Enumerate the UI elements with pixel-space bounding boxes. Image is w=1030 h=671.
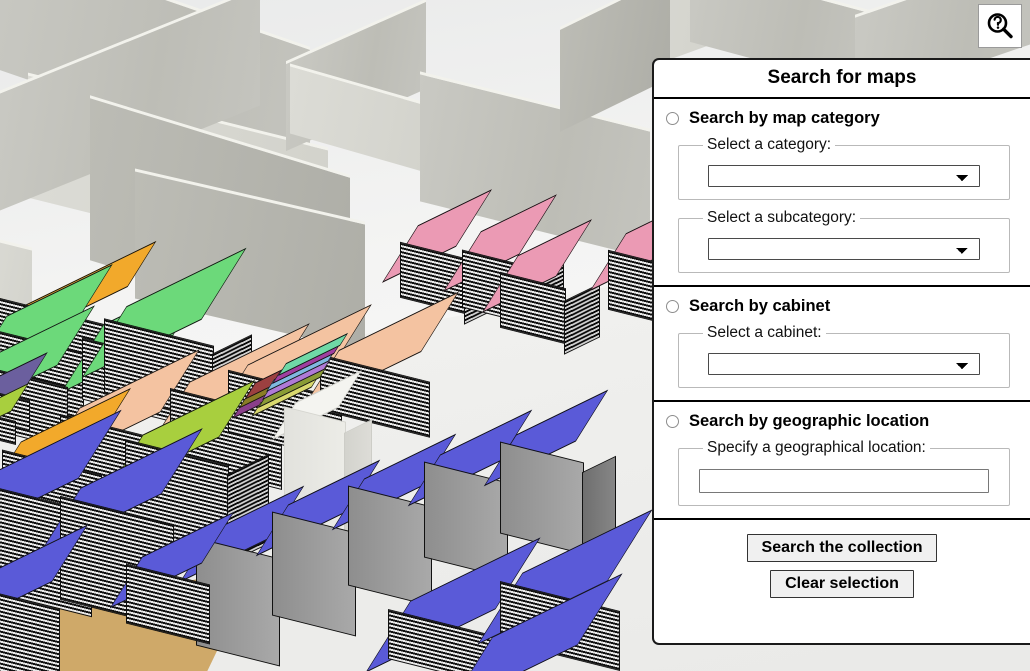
group-select-category: Select a category: bbox=[678, 136, 1010, 200]
radio-button-geographic-location[interactable] bbox=[666, 415, 679, 428]
select-subcategory-dropdown[interactable] bbox=[708, 238, 980, 260]
panel-action-buttons: Search the collection Clear selection bbox=[654, 520, 1030, 610]
section-search-by-geographic-location: Search by geographic location Specify a … bbox=[654, 402, 1030, 520]
search-the-collection-button[interactable]: Search the collection bbox=[746, 534, 938, 562]
legend-select-cabinet: Select a cabinet: bbox=[707, 324, 822, 341]
radio-search-by-cabinet[interactable]: Search by cabinet bbox=[666, 297, 1018, 316]
legend-select-subcategory: Select a subcategory: bbox=[707, 209, 857, 226]
radio-button-cabinet[interactable] bbox=[666, 300, 679, 313]
group-select-cabinet: Select a cabinet: bbox=[678, 324, 1010, 388]
group-select-subcategory: Select a subcategory: bbox=[678, 209, 1010, 273]
panel-title: Search for maps bbox=[654, 60, 1030, 99]
magnifier-question-glyph bbox=[987, 13, 1013, 39]
radio-button-map-category[interactable] bbox=[666, 112, 679, 125]
legend-select-category: Select a category: bbox=[707, 136, 832, 153]
group-geographical-location: Specify a geographical location: bbox=[678, 439, 1010, 506]
clear-selection-button[interactable]: Clear selection bbox=[770, 570, 914, 598]
select-category-dropdown[interactable] bbox=[708, 165, 980, 187]
legend-geographical-location: Specify a geographical location: bbox=[707, 439, 926, 456]
help-magnifier-icon[interactable] bbox=[978, 4, 1022, 48]
section-search-by-map-category: Search by map category Select a category… bbox=[654, 99, 1030, 287]
radio-label-map-category: Search by map category bbox=[689, 109, 880, 127]
radio-search-by-geographic-location[interactable]: Search by geographic location bbox=[666, 412, 1018, 431]
search-for-maps-panel: Search for maps Search by map category S… bbox=[652, 58, 1030, 645]
radio-label-cabinet: Search by cabinet bbox=[689, 297, 831, 315]
geographical-location-input[interactable] bbox=[699, 469, 989, 493]
radio-label-geographic-location: Search by geographic location bbox=[689, 412, 930, 430]
select-cabinet-dropdown[interactable] bbox=[708, 353, 980, 375]
radio-search-by-map-category[interactable]: Search by map category bbox=[666, 109, 1018, 128]
section-search-by-cabinet: Search by cabinet Select a cabinet: bbox=[654, 287, 1030, 402]
